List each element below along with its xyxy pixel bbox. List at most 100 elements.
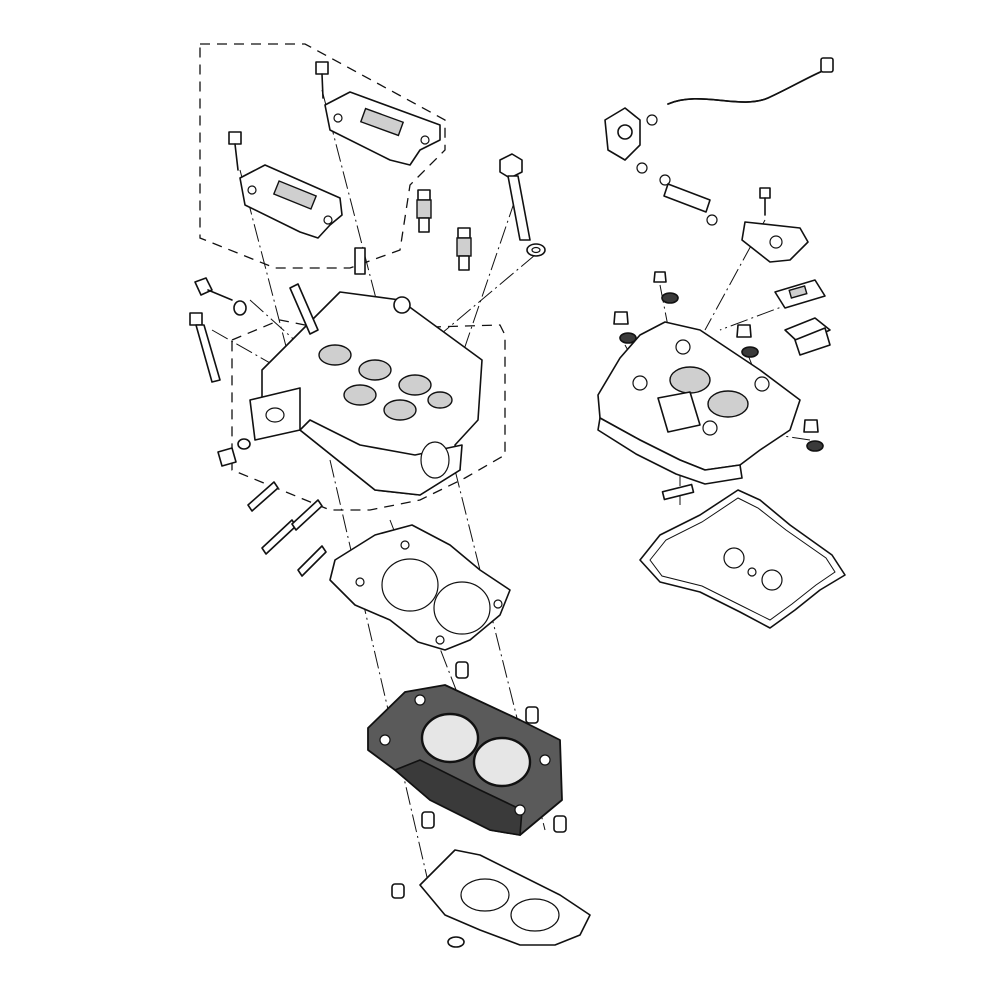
base-gasket-bore (510, 898, 560, 932)
plug-hole-seal (761, 569, 783, 591)
cover-bolt-boss (632, 375, 648, 391)
cover-bolt-boss (702, 420, 718, 436)
gasket-bolt-hole (355, 577, 365, 587)
spark-plug-left (416, 189, 432, 233)
bolt-shank (234, 143, 239, 171)
bolt-hole (247, 185, 257, 195)
camshaft-cap-bolt-rear (315, 61, 329, 99)
leader-line (329, 459, 431, 891)
block-bolt-hole (539, 754, 551, 766)
reed-block (794, 327, 831, 356)
valve-pocket (318, 344, 352, 366)
valve-pocket (343, 384, 377, 406)
bolt-head (228, 131, 242, 145)
flange-bolt-head (759, 187, 771, 199)
bolt-grommet (661, 292, 679, 304)
block-bolt-hole (414, 694, 426, 706)
breather-box (657, 391, 701, 433)
cover-bolt (803, 419, 824, 452)
bolt-hole (323, 215, 333, 225)
camshaft-cap-bridge (272, 180, 318, 210)
bolt-head (613, 311, 629, 325)
stud (291, 499, 323, 531)
plug-terminal (457, 227, 471, 239)
stud (261, 519, 297, 555)
plug-thread (458, 255, 470, 271)
washer-hole (531, 246, 541, 254)
dowel-pin (391, 883, 405, 899)
breather-valve-port (617, 124, 633, 140)
spark-plug-right (456, 227, 472, 271)
cylinder-block (367, 684, 563, 836)
bolt-shank (195, 324, 221, 383)
plug-thread (418, 217, 430, 233)
bolt-grommet (806, 440, 824, 452)
plug-opening (707, 390, 749, 418)
bolt-hole (420, 135, 430, 145)
breather-hose-inner (667, 69, 826, 105)
cover-bolt (736, 324, 759, 358)
valve-guide-sleeve (289, 283, 319, 335)
cylinder-block-body (367, 684, 563, 836)
head-gasket-bore (381, 558, 439, 612)
plug-well-cap (393, 296, 411, 314)
hose-clamp (706, 214, 718, 226)
plug-insulator (416, 199, 432, 219)
valve-pocket (398, 374, 432, 396)
bolt-head (653, 271, 667, 283)
bolt-head (315, 61, 329, 75)
leader-line (704, 219, 766, 331)
cover-bolt (613, 311, 637, 344)
bolt-shank (321, 73, 324, 99)
cover-bolt-boss (754, 376, 770, 392)
grommet-seal (747, 567, 757, 577)
gasket-bolt-hole (493, 599, 503, 609)
camshaft-cap-bridge (359, 107, 405, 137)
dowel-pin (525, 706, 539, 724)
dowels (391, 661, 567, 899)
valve-cover-rim (597, 417, 743, 485)
coolant-port (265, 407, 285, 423)
bolt-shank (507, 175, 531, 241)
block-bolt-hole (514, 804, 526, 816)
valve-pocket (383, 399, 417, 421)
reed-plates (774, 279, 831, 356)
head-gasket-bore (433, 581, 491, 635)
cylinder-bore-left (420, 712, 480, 764)
leader-line (439, 199, 516, 421)
hose-clamp (659, 174, 671, 186)
side-bolt-lower (217, 438, 251, 467)
cylinder-head (249, 247, 483, 496)
bolt-head (194, 277, 213, 296)
cylinder-block-lower-fins (393, 759, 523, 836)
camshaft-cap-group-outline (199, 43, 446, 269)
plug-hole-seal (723, 547, 745, 569)
cover-bolt-boss (675, 339, 691, 355)
head-gasket (329, 524, 511, 651)
valve-guide-sleeve (354, 247, 366, 275)
hose-clamp (636, 162, 648, 174)
bolt-grommet (741, 346, 759, 358)
bolt-hole (333, 113, 343, 123)
bolt-washer (237, 438, 251, 450)
short-hose (663, 183, 711, 213)
head-bolt-long (499, 153, 531, 241)
bolt-head (803, 419, 819, 433)
block-bolt-hole (379, 734, 391, 746)
reed-plate-slot (788, 285, 808, 299)
base-gasket (419, 849, 591, 948)
plug-insulator (456, 237, 472, 257)
bolt-washer (233, 300, 247, 316)
bolt-shank (207, 289, 233, 301)
base-gasket-bore (460, 878, 510, 912)
stud (297, 545, 327, 577)
valve-pocket (358, 359, 392, 381)
valve-cover (597, 321, 801, 485)
gasket-bolt-hole (400, 540, 410, 550)
gasket-bolt-hole (435, 635, 445, 645)
valve-cover-bolts (613, 271, 824, 452)
exhaust-port (420, 441, 450, 479)
dowel-pin (455, 661, 469, 679)
